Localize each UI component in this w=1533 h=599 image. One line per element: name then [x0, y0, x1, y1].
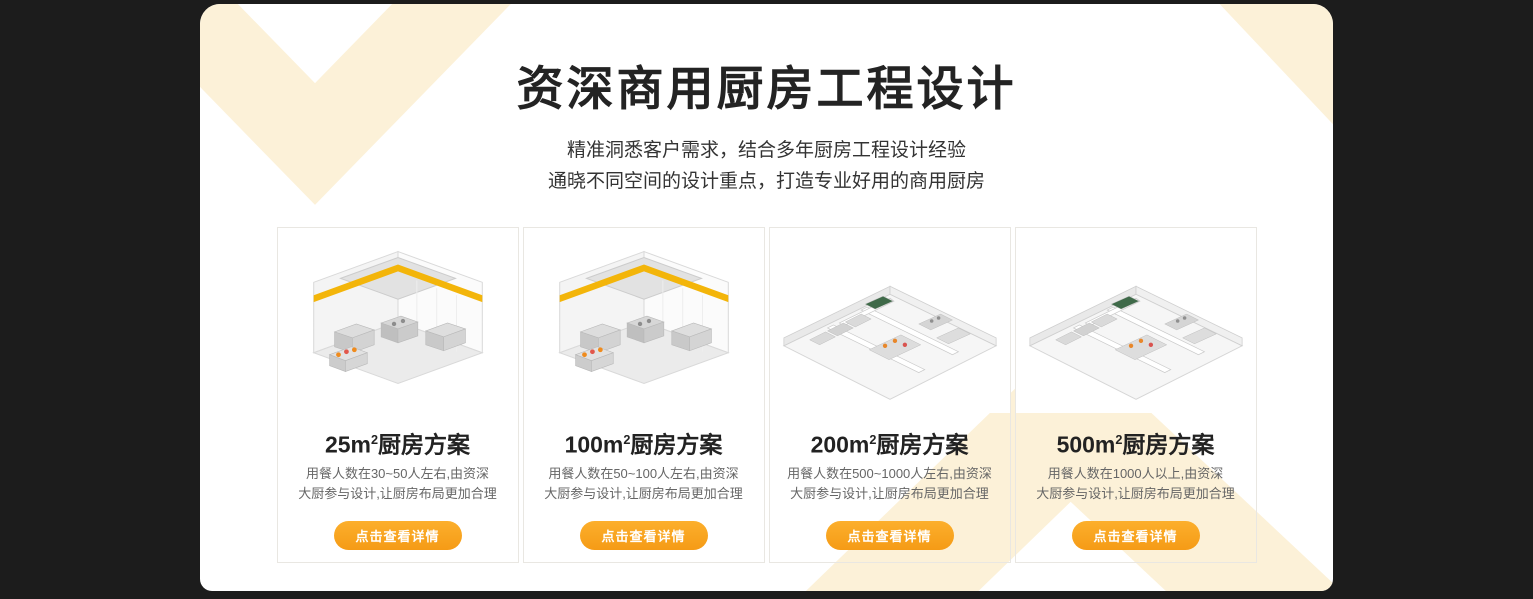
card-description: 用餐人数在30~50人左右,由资深 大厨参与设计,让厨房布局更加合理	[298, 464, 497, 504]
view-details-button[interactable]: 点击查看详情	[825, 520, 954, 550]
card-title-suffix: 厨房方案	[630, 431, 723, 458]
page-title: 资深商用厨房工程设计	[516, 62, 1017, 115]
section-header: 资深商用厨房工程设计 精准洞悉客户需求，结合多年厨房工程设计经验 通晓不同空间的…	[200, 4, 1333, 197]
card-desc-line2: 大厨参与设计,让厨房布局更加合理	[790, 485, 989, 501]
kitchen-render-image	[1015, 228, 1256, 413]
card-title-suffix: 厨房方案	[876, 431, 969, 458]
card-description: 用餐人数在1000人以上,由资深 大厨参与设计,让厨房布局更加合理	[1036, 464, 1235, 504]
content-panel: 资深商用厨房工程设计 精准洞悉客户需求，结合多年厨房工程设计经验 通晓不同空间的…	[200, 4, 1333, 591]
card-area-sup: 2	[623, 433, 631, 447]
page-subtitle-line1: 精准洞悉客户需求，结合多年厨房工程设计经验	[566, 140, 966, 161]
card-area: 25m	[324, 431, 371, 458]
card-title: 500m2厨房方案	[1057, 427, 1215, 458]
card-desc-line2: 大厨参与设计,让厨房布局更加合理	[1036, 485, 1235, 501]
card-title-suffix: 厨房方案	[378, 431, 471, 458]
view-details-button[interactable]: 点击查看详情	[1071, 520, 1200, 550]
plan-card-500sqm: 500m2厨房方案 用餐人数在1000人以上,由资深 大厨参与设计,让厨房布局更…	[1014, 227, 1257, 563]
card-area: 200m	[810, 431, 870, 458]
view-details-button[interactable]: 点击查看详情	[333, 520, 462, 550]
card-area: 100m	[564, 431, 624, 458]
kitchen-render-image	[277, 228, 518, 413]
page-subtitle-line2: 通晓不同空间的设计重点，打造专业好用的商用厨房	[547, 171, 985, 192]
card-desc-line1: 用餐人数在50~100人左右,由资深	[548, 465, 739, 481]
card-title: 200m2厨房方案	[811, 427, 969, 458]
card-description: 用餐人数在500~1000人左右,由资深 大厨参与设计,让厨房布局更加合理	[787, 464, 992, 504]
kitchen-render-image	[523, 228, 764, 413]
plan-card-25sqm: 25m2厨房方案 用餐人数在30~50人左右,由资深 大厨参与设计,让厨房布局更…	[276, 227, 519, 563]
kitchen-render-image	[769, 228, 1010, 413]
card-title: 25m2厨房方案	[325, 427, 470, 458]
plan-cards-row: 25m2厨房方案 用餐人数在30~50人左右,由资深 大厨参与设计,让厨房布局更…	[200, 227, 1333, 563]
view-details-button[interactable]: 点击查看详情	[579, 520, 708, 550]
card-desc-line2: 大厨参与设计,让厨房布局更加合理	[544, 485, 743, 501]
card-title-suffix: 厨房方案	[1122, 431, 1215, 458]
card-desc-line1: 用餐人数在500~1000人左右,由资深	[787, 465, 992, 481]
plan-card-100sqm: 100m2厨房方案 用餐人数在50~100人左右,由资深 大厨参与设计,让厨房布…	[522, 227, 765, 563]
card-area: 500m	[1056, 431, 1116, 458]
plan-card-200sqm: 200m2厨房方案 用餐人数在500~1000人左右,由资深 大厨参与设计,让厨…	[768, 227, 1011, 563]
card-title: 100m2厨房方案	[565, 427, 723, 458]
page-subtitle: 精准洞悉客户需求，结合多年厨房工程设计经验 通晓不同空间的设计重点，打造专业好用…	[200, 135, 1333, 197]
card-area-sup: 2	[371, 433, 379, 447]
card-desc-line1: 用餐人数在30~50人左右,由资深	[305, 465, 490, 481]
card-desc-line2: 大厨参与设计,让厨房布局更加合理	[298, 485, 497, 501]
card-desc-line1: 用餐人数在1000人以上,由资深	[1047, 465, 1224, 481]
card-description: 用餐人数在50~100人左右,由资深 大厨参与设计,让厨房布局更加合理	[544, 464, 743, 504]
